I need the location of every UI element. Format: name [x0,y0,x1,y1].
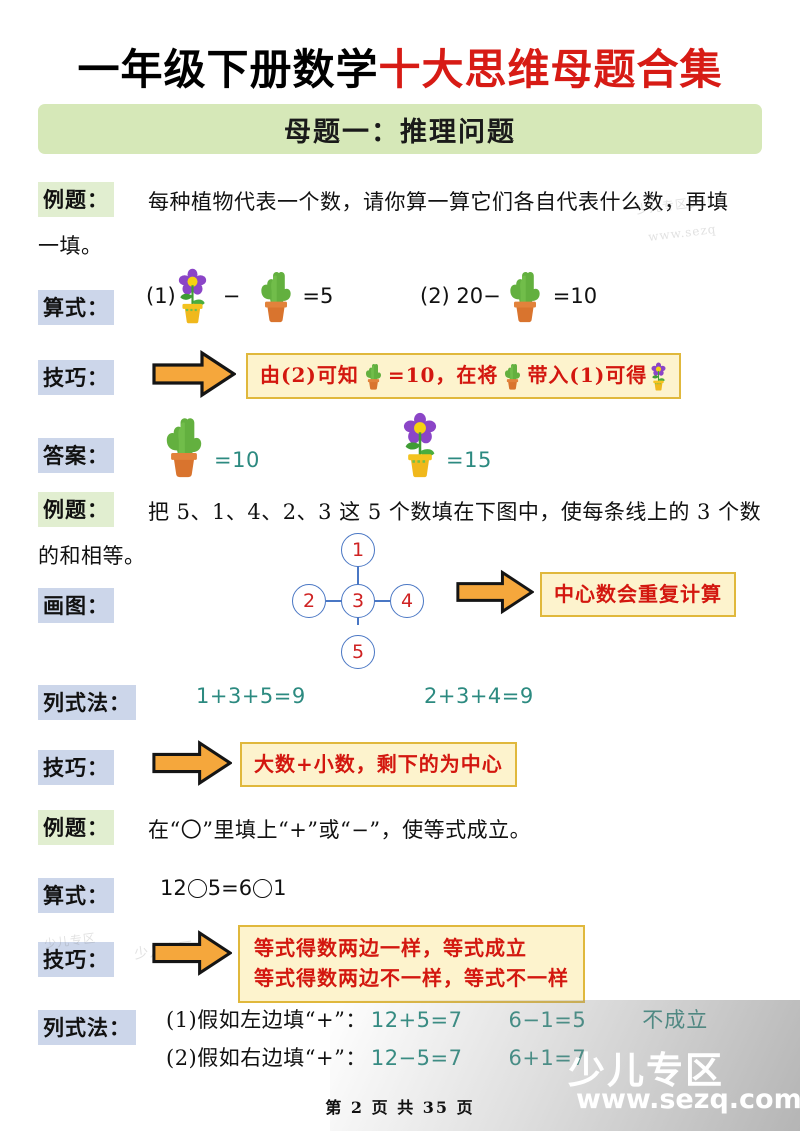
listing-row-1-verdict: 不成立 [642,1008,709,1032]
skill-2-tip-box: 中心数会重复计算 [540,572,736,617]
equation-2-result: =10 [552,284,598,308]
right-arrow-icon [152,931,232,975]
answer-flower-group: =15 [400,412,492,478]
equation-3-part-a: 12 [160,876,187,900]
cross-node-top: 1 [341,533,375,567]
listing-2-label-box: 列式法： [38,1010,136,1045]
skill-1-tip-part-2: =10，在将 [387,363,499,387]
section-banner-label: 母题一：推理问题 [284,116,516,148]
page-title-red: 十大思维母题合集 [378,45,723,94]
skill-label: 技巧： [38,360,114,395]
cactus-pot-icon [365,363,381,390]
equation-3: 12 5=6 1 [160,876,286,900]
formula-label: 算式： [38,878,114,913]
listing-row: (1)假如左边填“+”： 12+5=7 6−1=5 不成立 [166,1004,708,1034]
listing-row-1-label: (1)假如左边填“+”： [166,1008,367,1032]
cross-node-right: 4 [390,584,424,618]
answer-label: 答案： [38,438,114,473]
flower-pot-icon [651,362,666,391]
watermark-url: www.sezq.com [576,1084,800,1115]
example-3-label-box: 例题： [38,810,114,845]
cactus-pot-icon [510,271,540,322]
right-arrow-icon [456,570,534,614]
listing-row-2-left-eq: 12−5=7 [370,1046,463,1070]
flower-pot-icon [403,412,437,478]
skill-3-tip-box: 大数+小数，剩下的为中心 [240,742,517,787]
listing-row-1-left-eq: 12+5=7 [370,1008,463,1032]
cross-node-center: 3 [341,584,375,618]
equation-1-index: (1) [146,284,176,308]
operator-circle-icon[interactable] [253,879,273,898]
answer-cactus-value: =10 [214,448,260,472]
cactus-pot-icon [166,418,202,478]
listing-label: 列式法： [38,1010,136,1045]
right-arrow-icon [152,351,236,397]
flower-pot-icon [178,268,206,324]
equation-2-prefix: (2) 20− [420,284,501,308]
page-title-black: 一年级下册数学 [77,45,379,94]
page-footer: 第 2 页 共 35 页 [325,1098,475,1117]
cross-node-bottom: 5 [341,635,375,669]
skill-4-tip-line-1: 等式得数两边一样，等式成立 [254,936,527,960]
example-2-label-box: 例题： [38,492,114,527]
equation-1: (1) − =5 [146,268,333,324]
equation-2: (2) 20− =10 [420,268,597,324]
equation-1-operator: − [222,284,241,308]
skill-label: 技巧： [38,750,114,785]
listing-1-label-box: 列式法： [38,685,136,720]
section-banner: 母题一：推理问题 [38,104,762,154]
operator-circle-icon[interactable] [187,879,207,898]
listing-row-2-label: (2)假如右边填“+”： [166,1046,367,1070]
listing-row-1-right-eq: 6−1=5 [508,1008,587,1032]
skill-1-tip-part-3: 带入(1)可得 [527,363,648,387]
skill-1-label-box: 技巧： [38,360,114,395]
skill-1-tip-box: 由(2)可知 =10，在将 带入(1)可得 [246,353,682,399]
answer-cactus-group: =10 [158,416,260,478]
example-2-question-line-2: 的和相等。 [38,544,146,568]
equation-3-part-b: 5=6 [207,876,253,900]
example-1-label-box: 例题： [38,182,114,217]
example-3-question: 在“〇”里填上“+”或“−”，使等式成立。 [148,818,532,842]
skill-3-tip-text: 大数+小数，剩下的为中心 [254,752,503,776]
cactus-pot-icon [505,363,521,390]
watermark-logo: 少儿专区 [568,1049,724,1092]
example-1-question-line-2: 一填。 [38,234,103,258]
example-label: 例题： [38,492,114,527]
listing-label: 列式法： [38,685,136,720]
skill-2-label-box: 技巧： [38,750,114,785]
example-label: 例题： [38,182,114,217]
example-label: 例题： [38,810,114,845]
skill-2-tip-text: 中心数会重复计算 [554,582,722,606]
listing-1-left: 1+3+5=9 [196,684,306,708]
example-2-question-line-1: 把 5、1、4、2、3 这 5 个数填在下图中，使每条线上的 3 个数 [148,500,762,524]
formula-3-label-box: 算式： [38,878,114,913]
answer-flower-value: =15 [446,448,492,472]
right-arrow-icon [152,741,232,785]
skill-4-tip-line-2: 等式得数两边不一样，等式不一样 [254,966,569,990]
skill-label: 技巧： [38,942,114,977]
answer-1-label-box: 答案： [38,438,114,473]
skill-1-tip-part-1: 由(2)可知 [260,363,359,387]
skill-3-label-box: 技巧： [38,942,114,977]
formula-1-label-box: 算式： [38,290,114,325]
page-title: 一年级下册数学十大思维母题合集 [0,36,800,97]
example-1-question-line-1: 每种植物代表一个数，请你算一算它们各自代表什么数，再填 [148,190,729,214]
listing-1-right: 2+3+4=9 [424,684,534,708]
cactus-pot-icon [261,271,292,322]
draw-label: 画图： [38,588,114,623]
cross-node-left: 2 [292,584,326,618]
skill-4-tip-box: 等式得数两边一样，等式成立 等式得数两边不一样，等式不一样 [238,925,585,1003]
formula-label: 算式： [38,290,114,325]
equation-3-part-c: 1 [273,876,287,900]
draw-label-box: 画图： [38,588,114,623]
equation-1-result: =5 [302,284,334,308]
cross-diagram: 1 2 3 4 5 [286,533,432,669]
